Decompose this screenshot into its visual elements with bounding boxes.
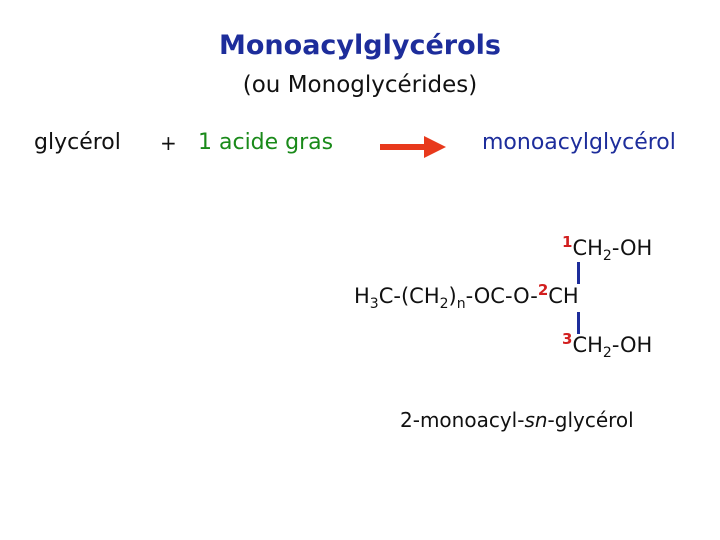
plus-sign: + xyxy=(160,131,177,155)
page-title: Monoacylglycérols xyxy=(219,30,501,61)
chain-n-subscript: n xyxy=(456,296,466,313)
chain-h: H xyxy=(354,284,370,308)
arrow-shaft xyxy=(380,144,426,150)
reaction-arrow-icon xyxy=(380,136,446,158)
chain-ch2-subscript: 2 xyxy=(439,296,449,313)
carbon3-group: CH xyxy=(572,333,603,357)
product-monoacylglycerol: monoacylglycérol xyxy=(482,130,676,155)
structure-caption: 2-monoacyl-sn-glycérol xyxy=(400,408,634,432)
carbon3-number: 3 xyxy=(562,330,573,348)
page-subtitle: (ou Monoglycérides) xyxy=(242,72,478,98)
chain-ester: -OC-O- xyxy=(465,284,538,308)
reactant-fatty-acid: 1 acide gras xyxy=(198,130,334,155)
caption-italic: sn xyxy=(524,408,548,432)
carbon1-subscript: 2 xyxy=(602,248,612,265)
carbon2-number: 2 xyxy=(537,281,549,299)
bond-c1-c2 xyxy=(577,262,580,284)
carbon2-group: CH xyxy=(548,284,579,308)
chain-h3-subscript: 3 xyxy=(369,296,379,313)
carbon3-hydroxyl: -OH xyxy=(611,333,653,357)
structure-carbon3: 3CH2-OH xyxy=(562,330,653,361)
carbon1-group: CH xyxy=(572,236,603,260)
arrow-head xyxy=(424,136,446,158)
caption-prefix: 2-monoacyl- xyxy=(400,408,525,432)
bond-c2-c3 xyxy=(577,312,580,334)
structure-carbon1: 1CH2-OH xyxy=(562,233,653,264)
chain-c: C-(CH xyxy=(378,284,440,308)
reactant-glycerol: glycérol xyxy=(34,130,121,155)
carbon1-number: 1 xyxy=(562,233,573,251)
chain-paren: ) xyxy=(448,284,457,308)
caption-suffix: -glycérol xyxy=(547,408,634,432)
carbon1-hydroxyl: -OH xyxy=(611,236,653,260)
carbon3-subscript: 2 xyxy=(602,345,612,362)
structure-carbon2: H3C-(CH2)n-OC-O-2CH xyxy=(354,281,579,312)
